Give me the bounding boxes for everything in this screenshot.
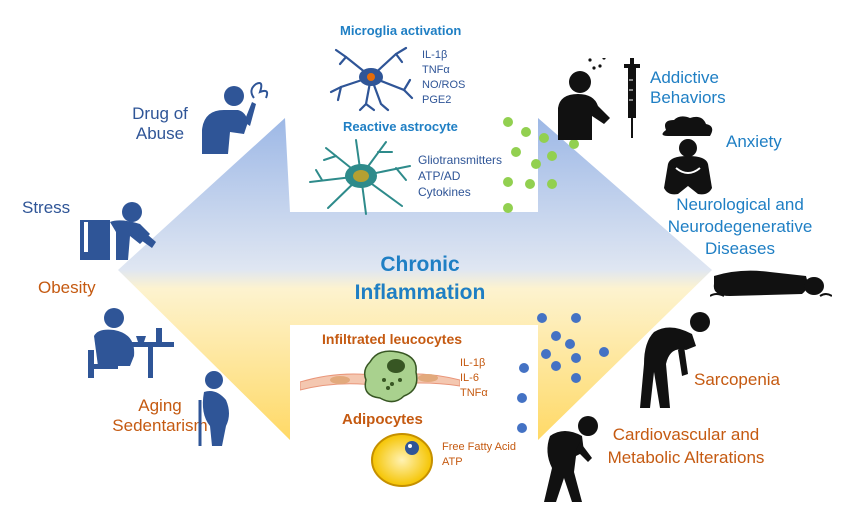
smoking-person-icon (202, 82, 269, 154)
upper-panel (295, 128, 535, 210)
green-dot (531, 159, 541, 169)
astrocyte-title: Reactive astrocyte (343, 119, 458, 134)
addiction-person-with-syringe-icon (558, 58, 640, 140)
green-particles (503, 117, 579, 213)
cardio-line2: Metabolic Alterations (607, 447, 765, 467)
green-dot (569, 139, 579, 149)
blue-dot (571, 373, 581, 383)
leucocyte-mediator: IL-1β (460, 357, 486, 369)
adipocyte-cell-icon (371, 433, 433, 487)
blue-dot (551, 331, 561, 341)
green-dot (525, 179, 535, 189)
neuro-line1: Neurological and (676, 195, 804, 214)
cause-aging-line1: Aging (138, 396, 182, 415)
microglia-mediators: IL-1β TNFα NO/ROS PGE2 (422, 48, 465, 107)
blue-dot (551, 361, 561, 371)
cause-drug-line1: Drug of (132, 104, 188, 123)
center-label: Chronic Inflammation (320, 251, 520, 308)
blue-dot (537, 313, 547, 323)
blue-dot (541, 349, 551, 359)
obese-person-eating-icon (88, 308, 174, 378)
astrocyte-mediator: ATP/AD (418, 169, 461, 184)
anxious-person-with-cloud-icon (662, 116, 713, 195)
blue-dot (571, 353, 581, 363)
consequence-neuro: Neurological and Neurodegenerative Disea… (640, 194, 840, 260)
cause-drug-line2: Abuse (135, 123, 185, 143)
microglia-mediator: NO/ROS (422, 78, 466, 91)
blue-dot (571, 313, 581, 323)
astrocyte-mediators: Gliotransmitters ATP/AD Cytokines (418, 152, 502, 201)
cause-aging-line2: Sedentarism (112, 415, 208, 435)
blue-dot (565, 339, 575, 349)
addictive-line2: Behaviors (650, 87, 726, 107)
consequence-cardio: Cardiovascular and Metabolic Alterations (596, 424, 776, 470)
microglia-mediator: IL-1β (422, 49, 448, 61)
green-dot (547, 179, 557, 189)
microglia-mediator: PGE2 (422, 93, 452, 106)
leucocyte-cells-icon (300, 350, 460, 403)
microglia-mediator: TNFα (422, 63, 450, 76)
center-label-line1: Chronic (380, 253, 460, 276)
double-arrow-shape (118, 118, 712, 440)
adipocytes-mediators: Free Fatty Acid ATP (442, 440, 516, 470)
neuro-line3: Diseases (705, 239, 775, 259)
lower-panel (298, 328, 536, 456)
lying-person-icon (710, 270, 832, 297)
green-dot (521, 127, 531, 137)
sarcopenia-hunched-person-icon (640, 312, 710, 408)
consequence-sarcopenia: Sarcopenia (694, 370, 781, 389)
microglia-title: Microglia activation (340, 23, 462, 38)
cause-obesity: Obesity (38, 278, 96, 297)
elderly-person-with-cane-icon (198, 371, 229, 446)
cardiovascular-hunched-person-icon (544, 416, 598, 502)
green-dot (503, 117, 513, 127)
cardio-line1: Cardiovascular and (612, 425, 760, 444)
cause-stress: Stress (22, 198, 71, 217)
blue-dot (517, 423, 527, 433)
neuro-line2: Neurodegenerative (667, 217, 813, 237)
green-dot (503, 203, 513, 213)
cause-aging-sedentarism: Aging Sedentarism (100, 396, 220, 435)
leucocyte-mediator: TNFα (460, 386, 488, 399)
adipocyte-mediator: Free Fatty Acid (442, 441, 516, 453)
astrocyte-mediator: Gliotransmitters (418, 153, 503, 167)
green-dot (547, 151, 557, 161)
consequence-addictive-behaviors: Addictive Behaviors (650, 68, 726, 107)
cause-drug-of-abuse: Drug of Abuse (115, 104, 205, 143)
leucocytes-mediators: IL-1β IL-6 TNFα (460, 356, 488, 401)
astrocyte-cell-icon (309, 139, 411, 215)
blue-dot (519, 363, 529, 373)
leucocytes-title: Infiltrated leucocytes (322, 331, 463, 347)
green-dot (511, 147, 521, 157)
blue-particles (517, 313, 609, 433)
stressed-person-at-desk-icon (80, 202, 156, 260)
adipocytes-title: Adipocytes (342, 411, 423, 428)
addictive-line1: Addictive (650, 68, 719, 87)
microglia-cell-icon (329, 46, 414, 112)
blue-dot (517, 393, 527, 403)
consequence-anxiety: Anxiety (726, 132, 782, 151)
adipocyte-mediator: ATP (442, 455, 463, 468)
center-label-line2: Inflammation (354, 281, 486, 305)
green-dot (539, 133, 549, 143)
blue-dot (599, 347, 609, 357)
astrocyte-mediator: Cytokines (418, 185, 471, 200)
leucocyte-mediator: IL-6 (460, 371, 479, 384)
green-dot (503, 177, 513, 187)
